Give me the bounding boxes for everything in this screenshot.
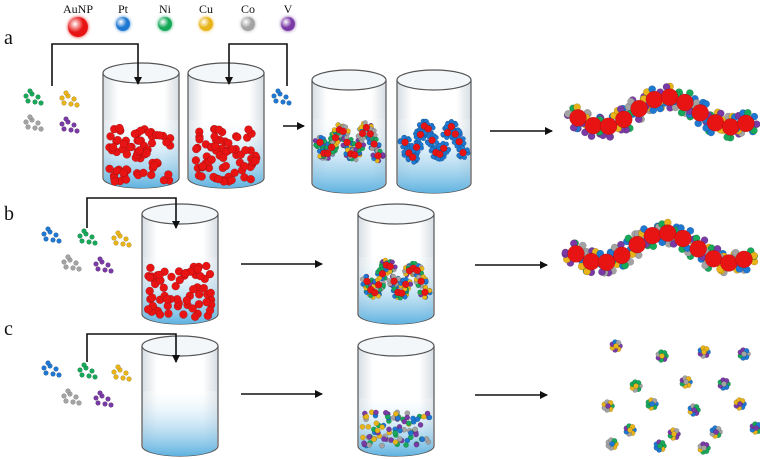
legend-swatch [241,17,255,31]
beaker-b2 [357,203,435,325]
legend-label: Ni [159,2,171,16]
alloy-cluster-products-c [601,339,760,455]
pt-precursor-b [41,226,62,244]
aunp-suspension-a1 [105,123,175,186]
legend-item-co: Co [225,2,271,31]
legend-swatch [281,17,295,31]
legend-swatch [199,17,213,31]
legend-item-aunp: AuNP [55,2,101,37]
addition-arrow-a2 [225,43,288,86]
ni-precursor-c [77,362,98,380]
nanowire-product-a [563,82,760,142]
cu-precursor-a [59,90,80,108]
alloy-particles-c2 [359,409,433,449]
legend-label: AuNP [62,2,93,16]
row-label-b: b [4,203,14,225]
row-label-c: c [4,318,13,340]
v-precursor-a [59,116,80,134]
legend-swatch [116,17,130,31]
legend-label: V [283,2,293,16]
addition-arrow-c [86,333,180,363]
row-label-a: a [4,27,13,49]
co-precursor-c [61,388,82,406]
legend-item-cu: Cu [183,2,229,31]
aunp-suspension-a2 [191,124,261,186]
nanowire-product-b [561,218,759,277]
co-precursor-a [23,114,44,132]
addition-arrow-b [86,197,180,229]
cu-precursor-c [111,364,132,382]
pt-worm-a4 [397,118,471,165]
ni-precursor-a [23,88,44,106]
legend-label: Cu [198,2,213,16]
ni-precursor-b [77,228,98,246]
legend-item-ni: Ni [142,2,188,31]
alloy-worm-a3 [312,120,386,164]
aunp-suspension-b1 [143,261,216,322]
co-precursor-b [61,254,82,272]
legend-item-v: V [265,2,311,31]
legend-label: Co [240,2,255,16]
legend-swatch [158,17,172,31]
beaker-c1 [141,335,219,457]
v-precursor-b [93,256,114,274]
alloy-worm-b2 [359,257,433,301]
pt-precursor-a [271,88,292,106]
addition-arrow-a1 [51,43,142,86]
legend-item-pt: Pt [100,2,146,31]
pt-precursor-c [41,360,62,378]
legend-swatch [68,17,88,37]
legend-label: Pt [117,2,128,16]
v-precursor-c [93,390,114,408]
cu-precursor-b [111,230,132,248]
